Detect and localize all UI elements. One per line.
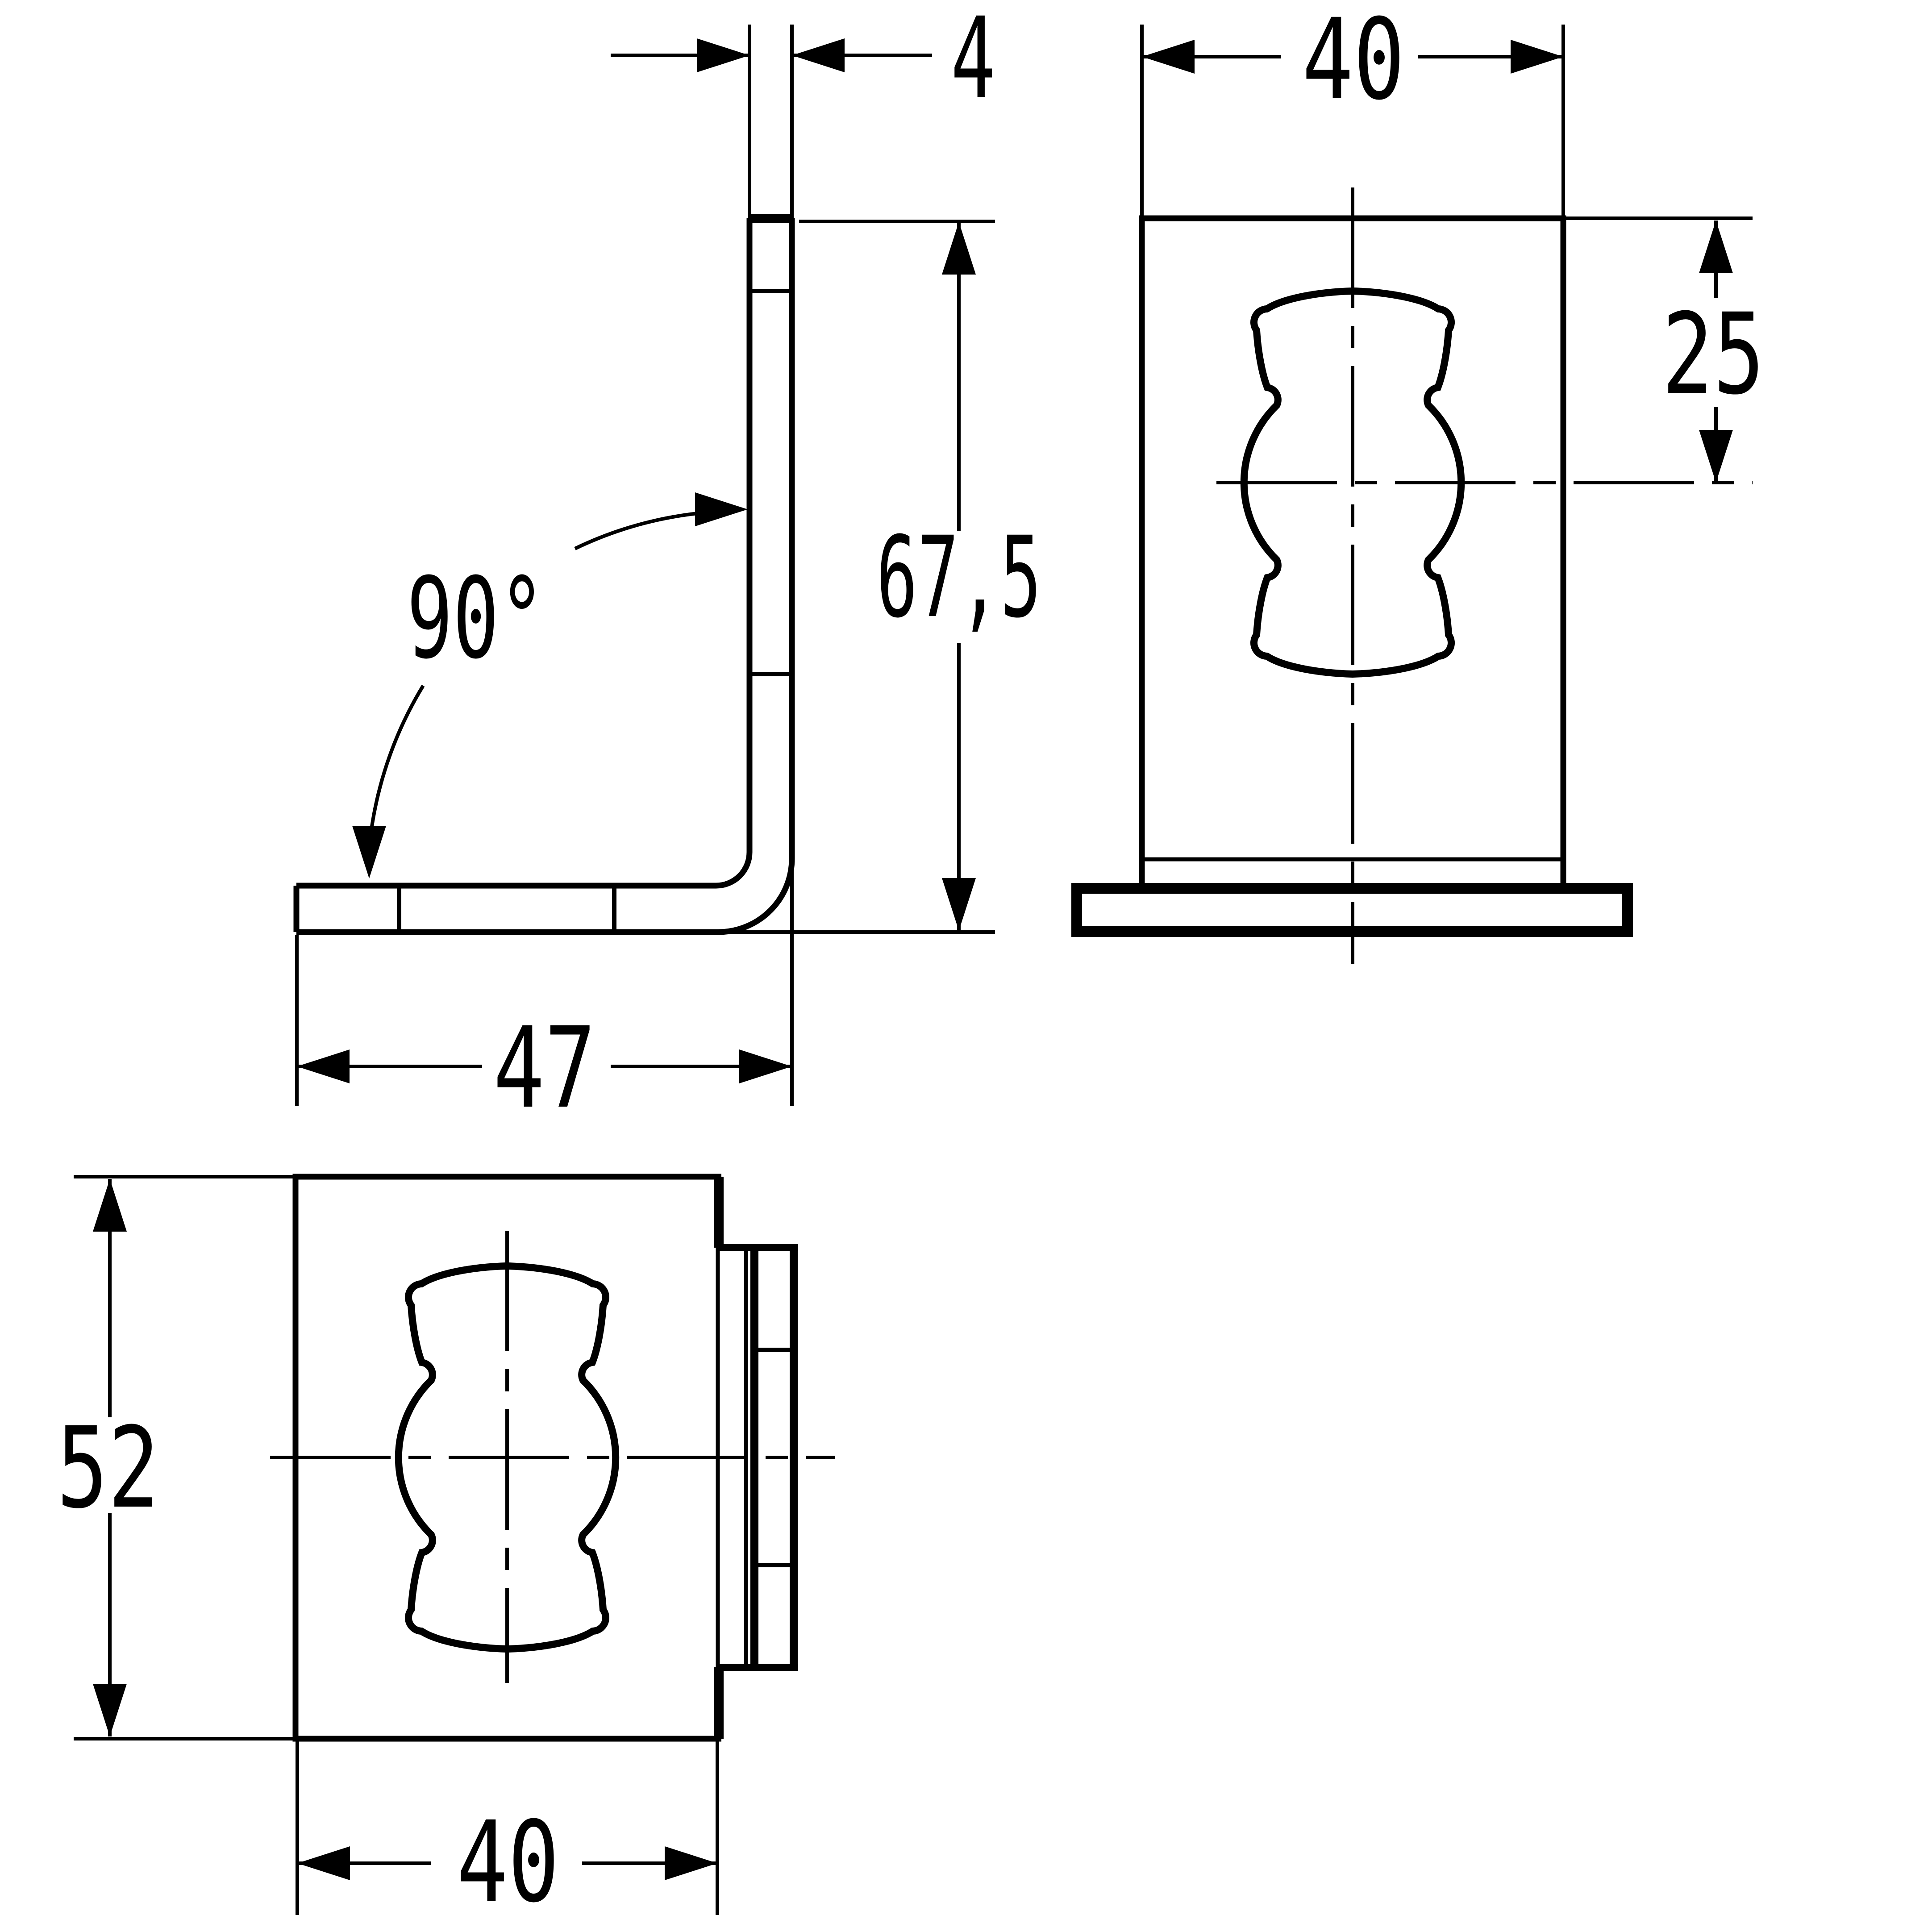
dimension-slot-offset-25: 25 [1563, 217, 1765, 483]
dimension-length-47: 47 [295, 862, 794, 1133]
arrowhead [697, 38, 749, 72]
arrowhead [93, 1684, 127, 1736]
arrowhead [942, 222, 976, 275]
front-view-part [1071, 187, 1753, 964]
front-view: 40 25 [1071, 0, 1765, 964]
side-view: 4 67,5 47 90° [293, 0, 1041, 1133]
side-inner-contour [296, 218, 753, 889]
dim-label-depth: 52 [57, 1403, 159, 1533]
arrowhead [1699, 221, 1733, 273]
arrowhead [1699, 430, 1733, 483]
arrowhead [739, 1049, 792, 1083]
dim-label-width-front: 40 [1302, 0, 1405, 125]
angle-label: 90° [407, 554, 545, 683]
dim-label-length: 47 [493, 1003, 596, 1133]
front-flange-outline [1071, 883, 1633, 937]
arrowhead [792, 38, 845, 72]
arrowhead [942, 878, 976, 931]
dimension-height-67-5: 67,5 [728, 220, 1041, 934]
dimension-width-40-front: 40 [1140, 0, 1565, 218]
dimension-width-40-top: 40 [296, 1739, 719, 1927]
dim-label-slot-offset: 25 [1662, 289, 1765, 419]
top-view: 52 40 [57, 1174, 835, 1927]
arrowhead [665, 1846, 717, 1880]
top-view-part [270, 1174, 835, 1742]
arrowhead [93, 1179, 127, 1232]
arrowhead [1142, 40, 1195, 74]
dimension-thickness-4: 4 [611, 0, 995, 218]
arrowhead [297, 1846, 350, 1880]
dim-label-height: 67,5 [876, 512, 1041, 642]
arrowhead [352, 826, 386, 879]
arrowhead [297, 1049, 350, 1083]
dim-label-width-top: 40 [457, 1797, 559, 1927]
dimension-depth-52: 52 [57, 1175, 296, 1740]
arrowhead [1511, 40, 1563, 74]
angle-annotation-90: 90° [352, 492, 748, 879]
arrowhead [695, 492, 748, 526]
dim-label-thickness: 4 [951, 0, 995, 123]
